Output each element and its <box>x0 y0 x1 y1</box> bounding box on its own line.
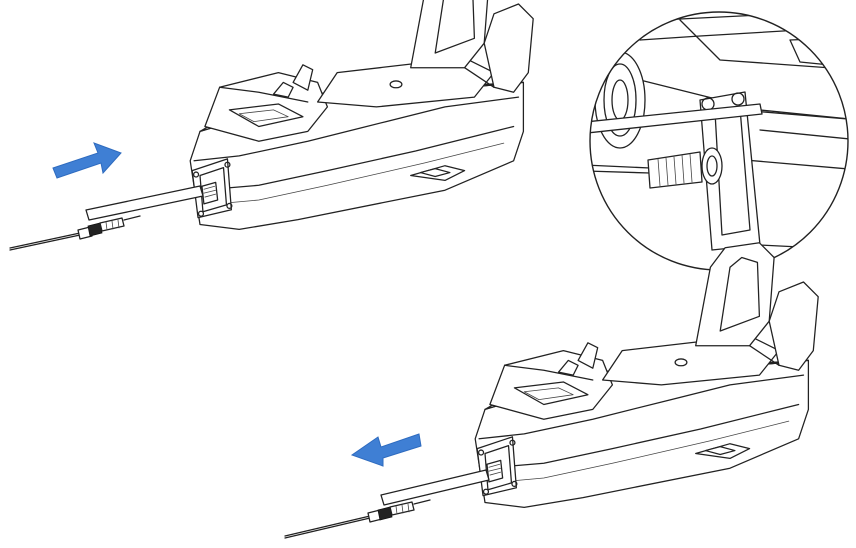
remove-step <box>284 242 819 539</box>
connector-collar-2 <box>377 506 393 521</box>
cradle-illustration <box>189 0 534 231</box>
arrow-right-icon <box>52 142 122 179</box>
insert-step <box>9 0 534 251</box>
connector-collar <box>87 222 103 237</box>
antenna-rod-2 <box>380 469 490 506</box>
antenna-rod <box>85 185 204 221</box>
cable-line <box>9 232 81 249</box>
detail-view <box>589 11 849 271</box>
cable-line-2 <box>284 515 371 537</box>
cradle-illustration-2 <box>474 242 819 509</box>
arrow-left-icon <box>350 433 422 467</box>
